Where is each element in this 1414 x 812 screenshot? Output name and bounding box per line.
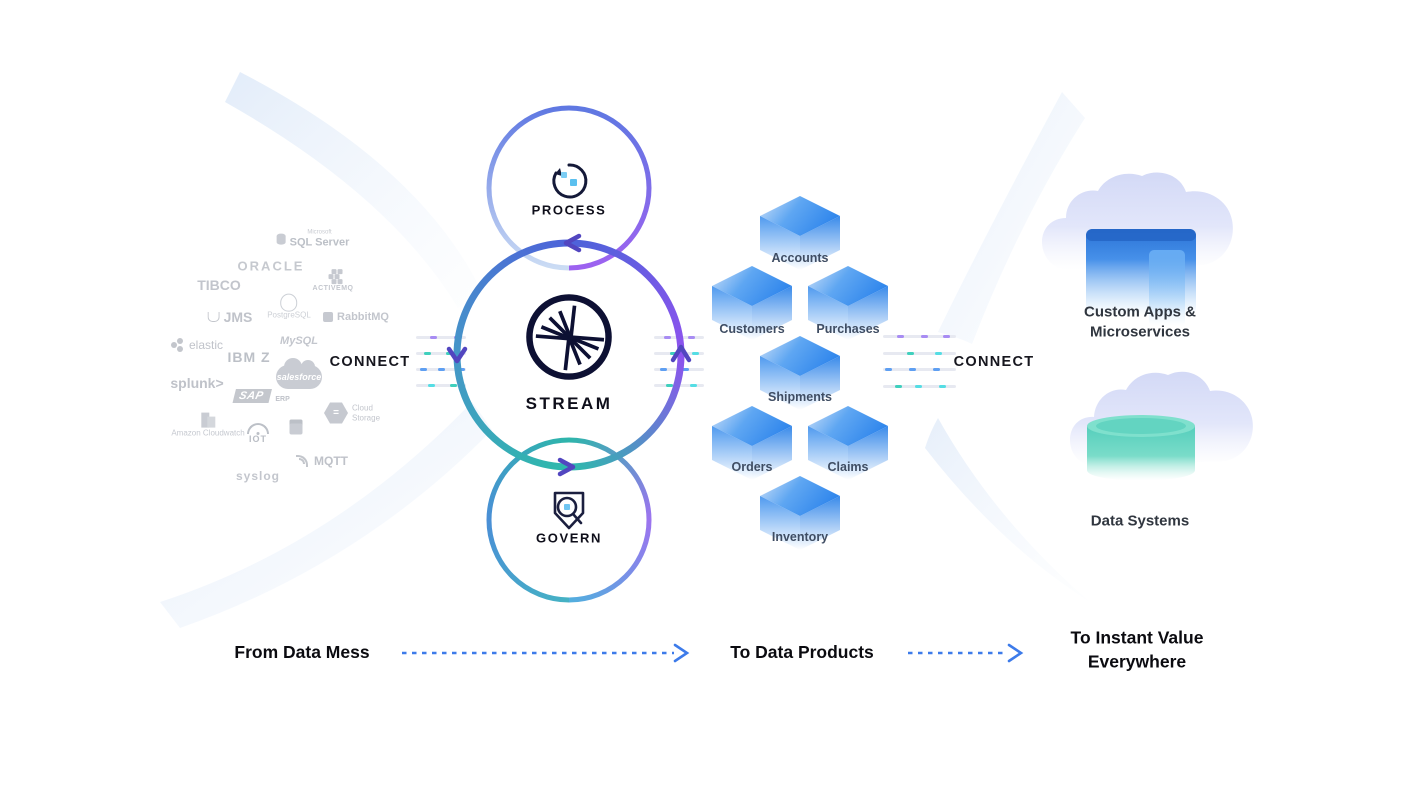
logo-salesforce: salesforce [276, 358, 322, 389]
salesforce-label: salesforce [276, 372, 322, 382]
logo-activemq: ACTIVEMQ [313, 269, 354, 293]
activemq-label: ACTIVEMQ [312, 285, 354, 293]
logo-postgresql: PostgreSQL [267, 293, 311, 321]
stream-label: STREAM [525, 394, 613, 413]
cube-label-orders: Orders [731, 460, 773, 474]
journey-step3-label: To Instant Value Everywhere [1070, 627, 1204, 671]
logo-sap-erp: SAP ERP [232, 389, 290, 403]
logo-sql-server: Microsoft SQL Server [276, 229, 350, 249]
activemq-icon [328, 274, 334, 280]
journey-step1-label: From Data Mess [234, 642, 370, 663]
confluent-logo [526, 294, 612, 380]
cloud-storage-label: Cloud Storage [352, 403, 381, 422]
cube-label-inventory: Inventory [771, 530, 829, 544]
cube-label-claims: Claims [827, 460, 869, 474]
cloudwatch-icon [199, 410, 217, 428]
jms-icon [207, 312, 220, 322]
cube-label-accounts: Accounts [771, 251, 829, 265]
logo-splunk: splunk> [170, 375, 223, 391]
jms-label: JMS [223, 309, 253, 325]
logo-jms: JMS [207, 309, 253, 325]
sap-erp-label: ERP [275, 396, 290, 403]
custom-apps-label: Custom Apps & Microservices [1084, 303, 1196, 341]
logo-syslog: syslog [236, 469, 280, 483]
process-label: PROCESS [531, 202, 607, 218]
connect-label-left: CONNECT [329, 354, 411, 370]
storage-box-icon [289, 419, 303, 435]
logo-amazon-cloudwatch: Amazon Cloudwatch [171, 410, 245, 439]
sql-server-icon [276, 233, 286, 245]
logo-elastic: elastic [170, 338, 224, 352]
salesforce-icon: salesforce [276, 358, 322, 389]
sql-server-label: SQL Server [289, 236, 350, 249]
elastic-label: elastic [188, 338, 224, 352]
sap-icon: SAP [232, 389, 273, 403]
connect-label-right: CONNECT [953, 354, 1035, 370]
logo-cloud-storage: = Cloud Storage [324, 402, 386, 424]
mqtt-label: MQTT [314, 454, 348, 468]
postgresql-label: PostgreSQL [267, 310, 311, 320]
govern-icon [553, 491, 585, 530]
syslog-label: syslog [235, 469, 281, 483]
govern-label: GOVERN [536, 530, 602, 546]
postgresql-icon [280, 293, 298, 312]
cloud-storage-icon: = [324, 402, 348, 424]
cube-label-customers: Customers [719, 322, 785, 336]
journey-step2-label: To Data Products [730, 642, 874, 663]
oracle-label: ORACLE [237, 258, 305, 274]
rabbitmq-icon [323, 312, 334, 322]
cube-label-purchases: Purchases [816, 322, 880, 336]
logo-iot: IOT [247, 423, 269, 445]
mysql-label: MySQL [280, 335, 318, 347]
data-systems-label: Data Systems [1090, 512, 1190, 530]
logo-storage-box [289, 419, 303, 435]
journey-arrow-1 [402, 643, 690, 663]
logo-ibm-z: IBM Z [227, 349, 270, 365]
logo-oracle: ORACLE [238, 259, 305, 274]
iot-label: IOT [249, 434, 267, 445]
logo-mysql: MySQL [280, 335, 318, 347]
logo-rabbitmq: RabbitMQ [323, 311, 389, 323]
journey-arrow-2 [908, 643, 1024, 663]
data-systems-icon [1087, 415, 1195, 481]
tibco-label: TIBCO [197, 277, 241, 293]
mqtt-icon [296, 455, 308, 467]
cube-label-shipments: Shipments [768, 390, 832, 404]
ibm-z-label: IBM Z [227, 349, 271, 365]
rabbitmq-label: RabbitMQ [337, 311, 389, 323]
logo-tibco: TIBCO [197, 277, 241, 293]
iot-icon [247, 423, 269, 435]
custom-apps-icon [1086, 229, 1196, 326]
logo-mqtt: MQTT [296, 454, 348, 468]
cloudwatch-label: Amazon Cloudwatch [171, 428, 245, 438]
elastic-icon [170, 342, 177, 348]
splunk-label: splunk> [170, 375, 224, 391]
sql-server-sub: Microsoft [307, 229, 332, 236]
process-icon [552, 163, 588, 199]
